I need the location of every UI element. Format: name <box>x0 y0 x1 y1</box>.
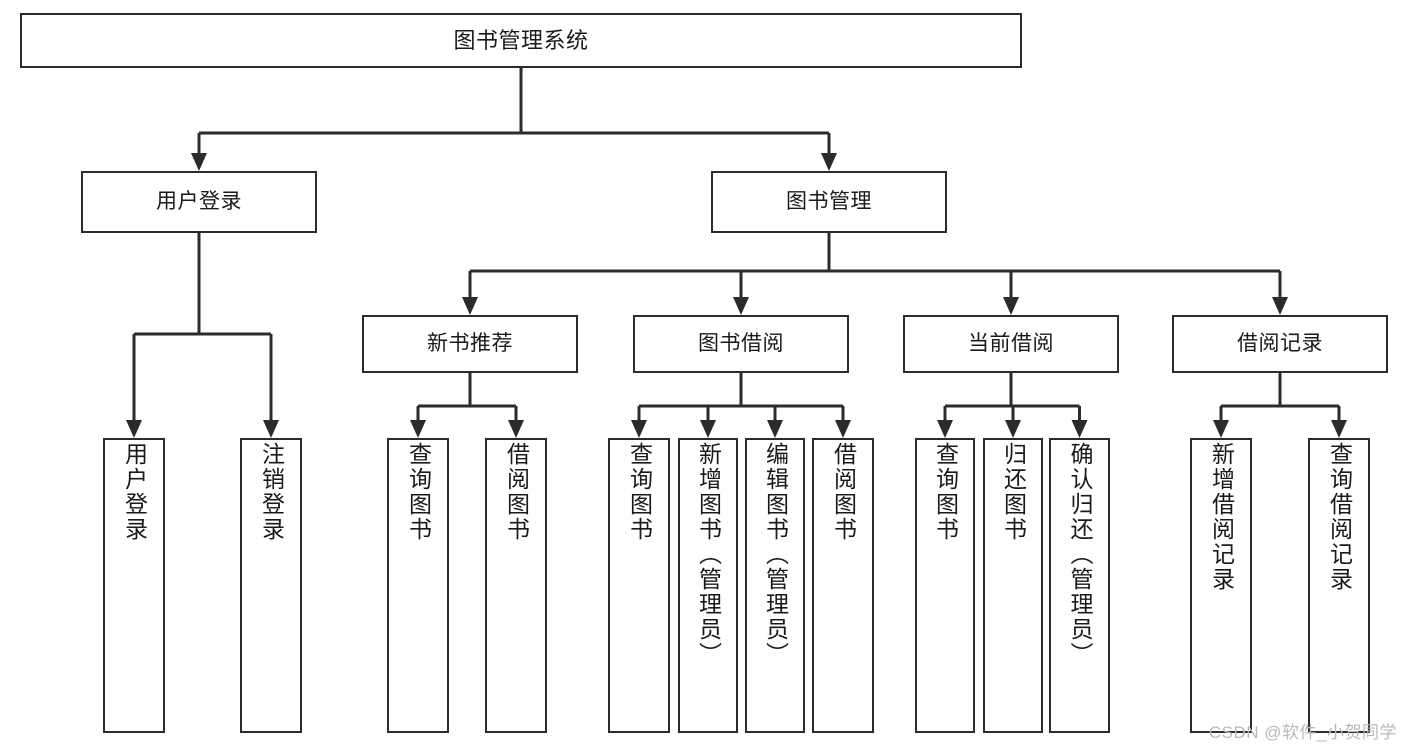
node-book-manage[interactable]: 图书管理 <box>711 171 947 233</box>
book-manage-to-level2-to-borrow-record-head <box>1272 297 1288 315</box>
node-leaf-borrow-book-1[interactable]: 借阅图书 <box>485 438 547 733</box>
node-root[interactable]: 图书管理系统 <box>20 13 1022 68</box>
root-to-level1-to-book-manage-head <box>821 153 837 171</box>
node-leaf-logout[interactable]: 注销登录 <box>240 438 302 733</box>
node-label: 借阅图书 <box>830 442 857 542</box>
node-label: 查询借阅记录 <box>1326 442 1353 592</box>
node-label: 确认归还（管理员） <box>1067 442 1093 667</box>
node-leaf-query-record[interactable]: 查询借阅记录 <box>1308 438 1370 733</box>
borrow-record-to-leaves-to-leaf-query-record-head <box>1331 420 1347 438</box>
book-borrow-to-leaves-to-leaf-query-book-2-head <box>631 420 647 438</box>
book-borrow-to-leaves-to-leaf-edit-book-head <box>767 420 783 438</box>
node-leaf-query-book-3[interactable]: 查询图书 <box>915 438 975 733</box>
watermark-text: CSDN @软件_小贺同学 <box>1208 723 1397 742</box>
node-leaf-confirm-return[interactable]: 确认归还（管理员） <box>1049 438 1110 733</box>
node-leaf-user-login[interactable]: 用户登录 <box>103 438 165 733</box>
new-book-recommend-to-leaves-to-leaf-query-book-1-head <box>410 420 426 438</box>
node-label: 新书推荐 <box>427 331 513 355</box>
node-label: 当前借阅 <box>968 331 1054 355</box>
node-leaf-add-record[interactable]: 新增借阅记录 <box>1190 438 1252 733</box>
node-current-borrow[interactable]: 当前借阅 <box>903 315 1119 373</box>
node-label: 编辑图书（管理员） <box>762 442 789 667</box>
node-user-login[interactable]: 用户登录 <box>81 171 317 233</box>
node-new-book-recommend[interactable]: 新书推荐 <box>362 315 578 373</box>
book-manage-to-level2-to-new-book-recommend-head <box>462 297 478 315</box>
node-label: 查询图书 <box>932 442 959 542</box>
root-to-level1-to-user-login-head <box>191 153 207 171</box>
book-manage-to-level2-to-book-borrow-head <box>733 297 749 315</box>
node-book-borrow[interactable]: 图书借阅 <box>633 315 849 373</box>
current-borrow-to-leaves-to-leaf-query-book-3-head <box>937 420 953 438</box>
node-label: 查询图书 <box>405 442 432 542</box>
borrow-record-to-leaves-to-leaf-add-record-head <box>1213 420 1229 438</box>
node-label: 借阅图书 <box>503 442 530 542</box>
current-borrow-to-leaves-to-leaf-confirm-return-head <box>1071 420 1088 438</box>
node-borrow-record[interactable]: 借阅记录 <box>1172 315 1388 373</box>
node-label: 注销登录 <box>258 442 285 542</box>
node-label: 用户登录 <box>156 189 242 213</box>
node-label: 图书借阅 <box>698 331 784 355</box>
new-book-recommend-to-leaves-to-leaf-borrow-book-1-head <box>508 420 524 438</box>
node-leaf-query-book-2[interactable]: 查询图书 <box>608 438 670 733</box>
node-leaf-query-book-1[interactable]: 查询图书 <box>387 438 449 733</box>
node-leaf-borrow-book-2[interactable]: 借阅图书 <box>812 438 874 733</box>
user-login-to-leaves-to-leaf-logout-head <box>263 420 279 438</box>
node-label: 归还图书 <box>1000 442 1027 542</box>
node-label: 查询图书 <box>626 442 653 542</box>
node-label: 图书管理系统 <box>453 27 589 53</box>
node-leaf-edit-book[interactable]: 编辑图书（管理员） <box>745 438 805 733</box>
book-borrow-to-leaves-to-leaf-add-book-head <box>700 420 716 438</box>
node-label: 新增借阅记录 <box>1208 442 1235 592</box>
user-login-to-leaves-to-leaf-user-login-head <box>126 420 142 438</box>
current-borrow-to-leaves-to-leaf-return-book-head <box>1005 420 1021 438</box>
book-manage-to-level2-to-current-borrow-head <box>1003 297 1019 315</box>
node-label: 图书管理 <box>786 189 872 213</box>
book-borrow-to-leaves-to-leaf-borrow-book-2-head <box>835 420 851 438</box>
node-label: 用户登录 <box>121 442 148 542</box>
node-label: 新增图书（管理员） <box>695 442 722 667</box>
node-leaf-return-book[interactable]: 归还图书 <box>983 438 1043 733</box>
node-label: 借阅记录 <box>1237 331 1323 355</box>
node-leaf-add-book[interactable]: 新增图书（管理员） <box>678 438 738 733</box>
